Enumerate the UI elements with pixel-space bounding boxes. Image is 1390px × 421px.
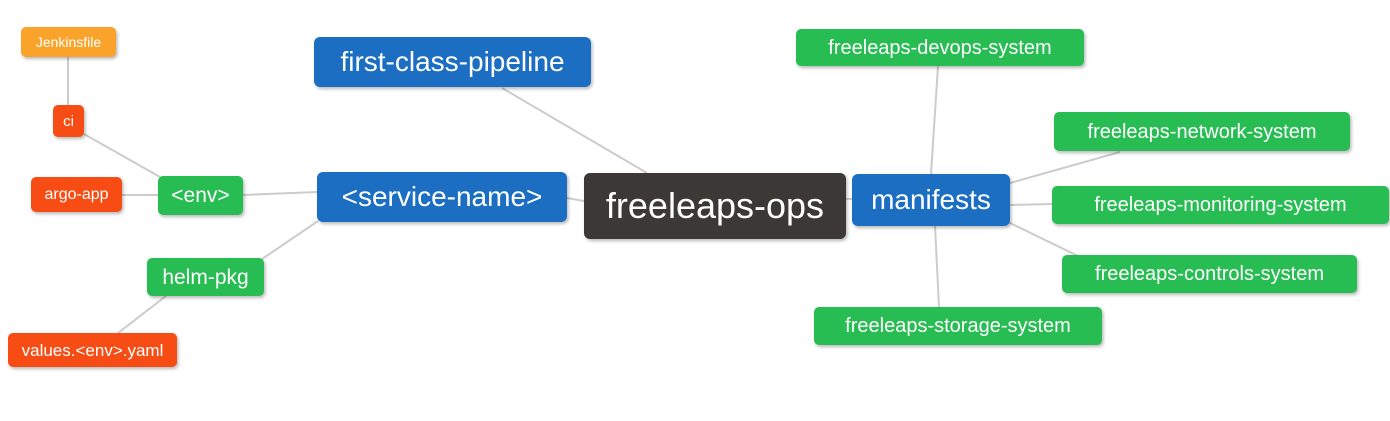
node-values-env-yaml[interactable]: values.<env>.yaml — [8, 333, 177, 367]
node-freeleaps-storage-system[interactable]: freeleaps-storage-system — [814, 307, 1102, 345]
node-freeleaps-controls-system[interactable]: freeleaps-controls-system — [1062, 255, 1357, 293]
node-freeleaps-network-system[interactable]: freeleaps-network-system — [1054, 112, 1350, 151]
node-first-class-pipeline[interactable]: first-class-pipeline — [314, 37, 591, 87]
edge-manifests-controls — [1007, 221, 1079, 257]
edge-service-name-env — [242, 191, 318, 196]
node-helm-pkg[interactable]: helm-pkg — [147, 258, 264, 296]
edge-manifests-devops — [930, 65, 939, 175]
node-jenkinsfile[interactable]: Jenkinsfile — [21, 27, 116, 57]
node-ci[interactable]: ci — [53, 105, 84, 137]
edge-manifests-storage — [934, 225, 940, 308]
node-freeleaps-monitoring-system[interactable]: freeleaps-monitoring-system — [1052, 186, 1389, 224]
edge-env-ci — [83, 133, 161, 178]
edge-root-pipeline — [501, 87, 648, 174]
node-freeleaps-ops-root[interactable]: freeleaps-ops — [584, 173, 846, 239]
edge-root-service-name — [566, 197, 585, 202]
edge-helm-pkg-values — [117, 295, 167, 334]
edge-manifests-network — [1009, 151, 1121, 184]
edge-manifests-monitoring — [1009, 203, 1053, 206]
edge-service-name-helm-pkg — [261, 220, 319, 260]
node-freeleaps-devops-system[interactable]: freeleaps-devops-system — [796, 29, 1084, 66]
node-service-name[interactable]: <service-name> — [317, 172, 567, 222]
node-argo-app[interactable]: argo-app — [31, 177, 122, 212]
node-env[interactable]: <env> — [158, 176, 243, 215]
node-manifests[interactable]: manifests — [852, 174, 1010, 226]
